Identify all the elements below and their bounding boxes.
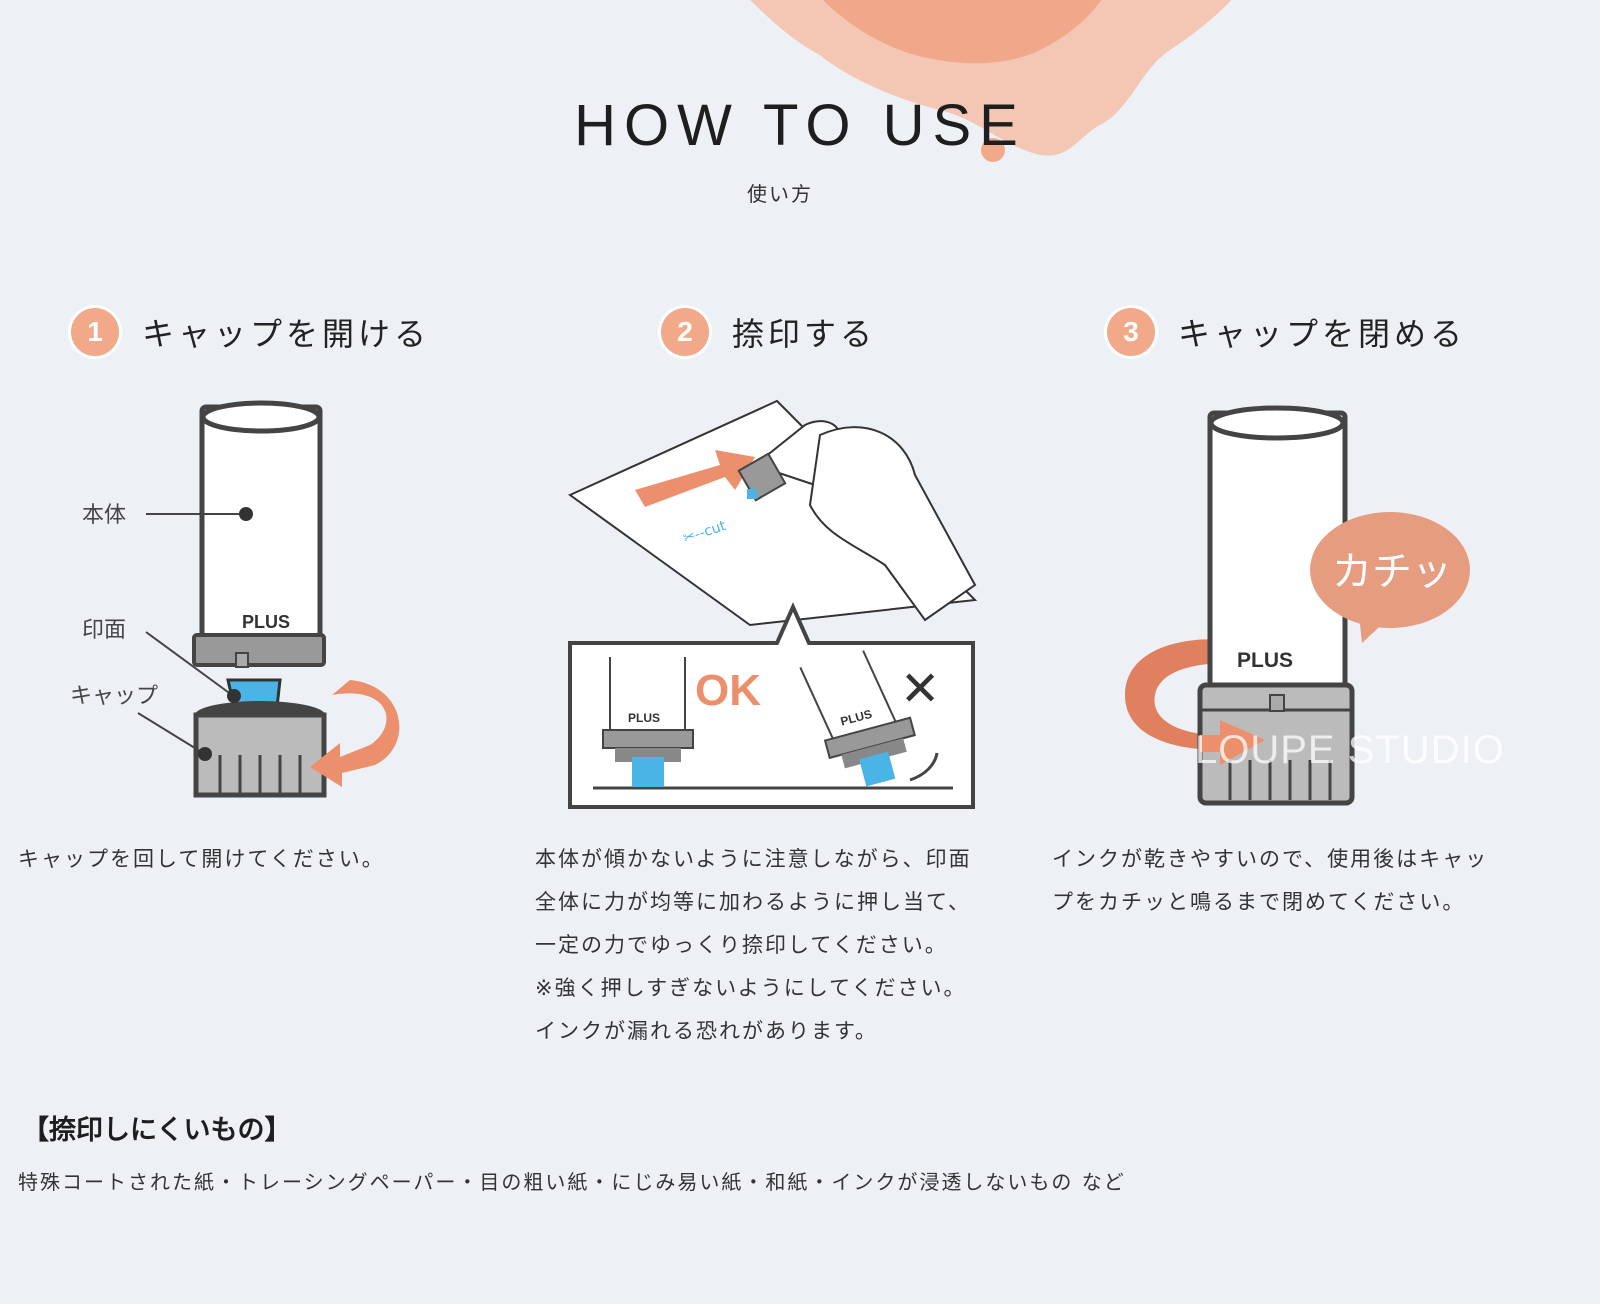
step-number-badge: 2 — [658, 305, 712, 359]
step-3-description: インクが乾きやすいので、使用後はキャッ プをカチッと鳴るまで閉めてください。 — [1052, 847, 1489, 914]
ok-label: OK — [695, 666, 761, 715]
page-subtitle: 使い方 — [747, 182, 813, 206]
step-1-description: キャップを回して開けてください。 — [18, 847, 385, 871]
step-label: キャップを開ける — [142, 315, 431, 353]
step-2-description: 本体が傾かないように注意しながら、印面 全体に力が均等に加わるように押し当て、 … — [535, 847, 972, 1043]
step-1-heading: 1 キャップを開ける — [68, 305, 430, 359]
brand-logo: PLUS — [242, 612, 290, 632]
watercolor-splash — [750, 0, 1232, 162]
stamping-illustration: ✂--cut PLUS OK PLUS ✕ — [568, 399, 978, 809]
brand-logo: PLUS — [1237, 649, 1293, 672]
step-number-badge: 3 — [1104, 305, 1158, 359]
page-title: HOW TO USE — [574, 93, 1026, 158]
difficult-surfaces-list: 特殊コートされた紙・トレーシングペーパー・目の粗い紙・にじみ易い紙・和紙・インク… — [18, 1170, 1126, 1194]
close-cap-illustration: PLUS カチッ — [1125, 405, 1470, 806]
callout-cap: キャップ — [70, 684, 158, 709]
watermark: LOUPE STUDIO — [1195, 728, 1505, 772]
open-cap-illustration: PLUS 本体 印面 キャップ — [70, 400, 400, 798]
click-sound-text: カチッ — [1332, 549, 1452, 595]
step-2-heading: 2 捺印する — [658, 305, 876, 359]
step-number-badge: 1 — [68, 305, 122, 359]
ng-mark-icon: ✕ — [900, 661, 940, 717]
svg-text:PLUS: PLUS — [628, 711, 660, 725]
step-label: キャップを閉める — [1178, 315, 1467, 353]
difficult-surfaces-title: 【捺印しにくいもの】 — [22, 1115, 292, 1146]
callout-body: 本体 — [82, 503, 126, 528]
step-3-heading: 3 キャップを閉める — [1104, 305, 1466, 359]
step-label: 捺印する — [732, 315, 877, 353]
callout-stamp-face: 印面 — [82, 618, 126, 643]
